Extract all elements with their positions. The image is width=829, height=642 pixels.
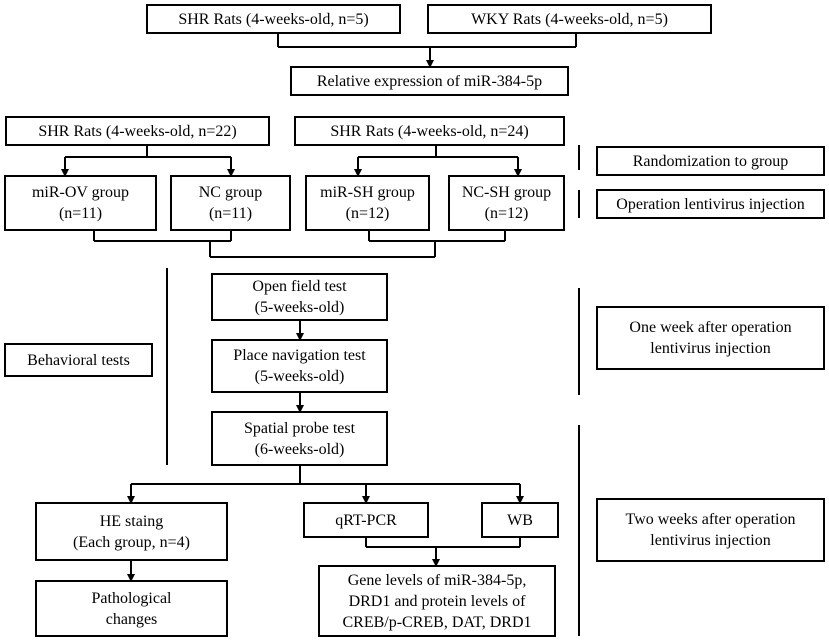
shr-left-cohort-label: SHR Rats (4-weeks-old, n=22): [38, 122, 237, 140]
mir-ov-group-count: (n=11): [58, 205, 103, 222]
place-navigation-test-name: Place navigation test: [233, 347, 366, 364]
mir-sh-group-box: miR-SH group (n=12): [305, 175, 430, 231]
shr-right-cohort-label: SHR Rats (4-weeks-old, n=24): [330, 122, 529, 140]
he-staining-name: HE staing: [99, 512, 164, 530]
relative-expression-label: Relative expression of miR-384-5p: [316, 72, 543, 90]
qrt-pcr-box: qRT-PCR: [303, 502, 429, 538]
gene-levels-line2: DRD1 and protein levels of: [348, 592, 526, 610]
place-navigation-test-box: Place navigation test (5-weeks-old): [211, 339, 388, 393]
one-week-after-box: One week after operation lentivirus inje…: [596, 306, 825, 370]
spatial-probe-test-box: Spatial probe test (6-weeks-old): [211, 411, 388, 466]
open-field-test-age: (5-weeks-old): [254, 299, 345, 316]
one-week-after-line2: lentivirus injection: [650, 340, 771, 357]
he-staining-count: (Each group, n=4): [73, 533, 190, 551]
open-field-test-name: Open field test: [252, 278, 347, 295]
one-week-after-line1: One week after operation: [629, 319, 792, 336]
nc-group-count: (n=11): [208, 205, 253, 222]
place-navigation-test-age: (5-weeks-old): [254, 368, 345, 385]
gene-levels-box: Gene levels of miR-384-5p, DRD1 and prot…: [318, 565, 556, 637]
shr-left-cohort-box: SHR Rats (4-weeks-old, n=22): [5, 116, 270, 146]
mir-sh-group-count: (n=12): [345, 205, 390, 222]
pathological-changes-box: Pathological changes: [35, 580, 228, 637]
wb-box: WB: [481, 502, 559, 538]
gene-levels-line1: Gene levels of miR-384-5p,: [347, 571, 527, 589]
behavioral-tests-box: Behavioral tests: [4, 343, 153, 377]
operation-injection-label: Operation lentivirus injection: [616, 195, 805, 213]
relative-expression-box: Relative expression of miR-384-5p: [290, 66, 569, 96]
wky-control-box: WKY Rats (4-weeks-old, n=5): [427, 4, 712, 34]
pathological-changes-line2: changes: [105, 610, 158, 628]
nc-sh-group-box: NC-SH group (n=12): [448, 175, 565, 231]
shr-right-cohort-box: SHR Rats (4-weeks-old, n=24): [294, 116, 565, 146]
two-weeks-after-box: Two weeks after operation lentivirus inj…: [596, 498, 825, 562]
wb-label: WB: [507, 511, 533, 529]
shr-control-label: SHR Rats (4-weeks-old, n=5): [178, 10, 369, 28]
two-weeks-after-line2: lentivirus injection: [650, 532, 771, 549]
open-field-test-box: Open field test (5-weeks-old): [211, 273, 388, 321]
randomization-label: Randomization to group: [632, 152, 789, 170]
mir-ov-group-box: miR-OV group (n=11): [4, 175, 157, 231]
pathological-changes-line1: Pathological: [91, 589, 172, 607]
randomization-box: Randomization to group: [596, 146, 825, 176]
qrt-pcr-label: qRT-PCR: [335, 511, 397, 529]
nc-group-name: NC group: [198, 184, 263, 201]
spatial-probe-test-name: Spatial probe test: [243, 419, 356, 437]
operation-injection-box: Operation lentivirus injection: [596, 189, 825, 219]
behavioral-tests-label: Behavioral tests: [27, 351, 130, 369]
gene-levels-line3: CREB/p-CREB, DAT, DRD1: [342, 613, 532, 631]
he-staining-box: HE staing (Each group, n=4): [35, 502, 228, 561]
nc-group-box: NC group (n=11): [170, 175, 291, 231]
mir-ov-group-name: miR-OV group: [31, 184, 130, 201]
wky-control-label: WKY Rats (4-weeks-old, n=5): [471, 10, 668, 28]
shr-control-box: SHR Rats (4-weeks-old, n=5): [146, 4, 401, 34]
nc-sh-group-name: NC-SH group: [461, 184, 552, 201]
spatial-probe-test-age: (6-weeks-old): [254, 440, 345, 458]
nc-sh-group-count: (n=12): [484, 205, 529, 222]
mir-sh-group-name: miR-SH group: [320, 184, 415, 201]
two-weeks-after-line1: Two weeks after operation: [625, 511, 796, 528]
